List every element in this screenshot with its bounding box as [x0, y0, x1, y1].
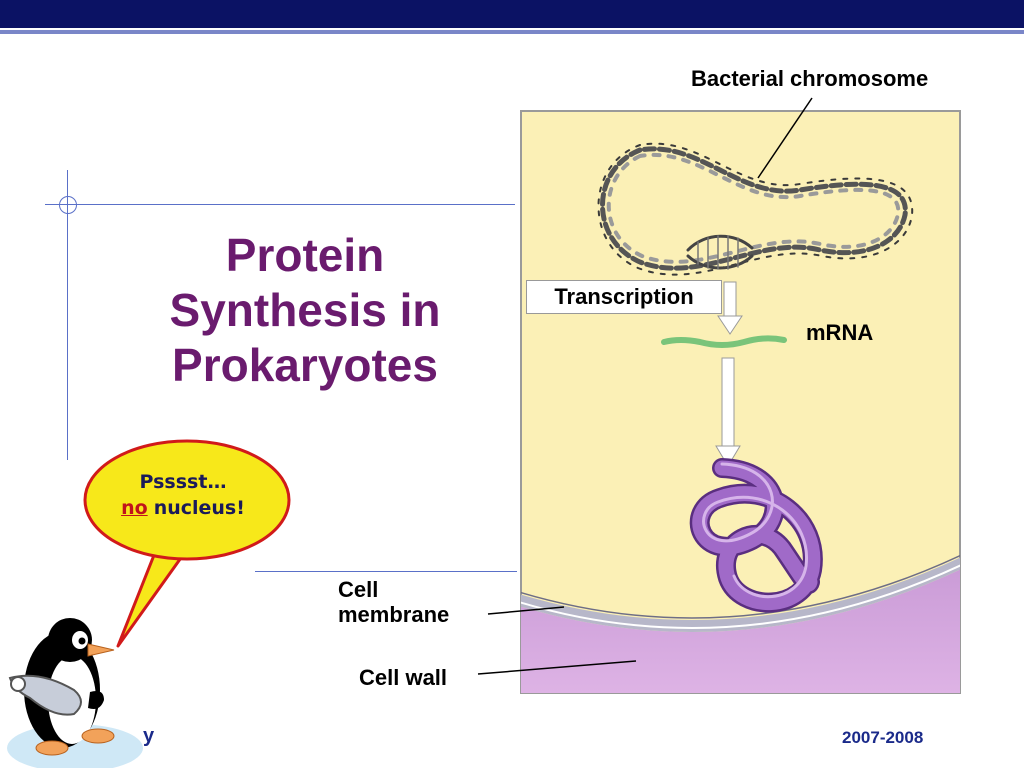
bubble-line-1: Psssst…	[139, 471, 227, 493]
label-transcription: Transcription	[526, 280, 722, 314]
bubble-emphasis: no	[121, 496, 148, 519]
cell-membrane	[521, 557, 960, 632]
top-accent-line	[0, 30, 1024, 34]
guide-line-bottom	[255, 571, 517, 572]
title-line-3: Prokaryotes	[172, 339, 438, 392]
chromosome-pointer	[757, 97, 813, 179]
protein	[689, 458, 823, 613]
guide-line-top	[45, 204, 515, 205]
label-cell-wall: Cell wall	[359, 665, 448, 690]
penguin-icon	[7, 618, 143, 768]
title-line-1: Protein	[225, 229, 385, 281]
label-mrna: mRNA	[806, 320, 874, 345]
crosshair-icon	[59, 196, 77, 214]
down-arrow-icon	[715, 357, 741, 467]
label-cell-membrane-line-1: Cell	[338, 577, 379, 602]
mrna-strand	[661, 335, 787, 348]
footer-left-fragment: y	[143, 725, 155, 747]
down-arrow-icon	[717, 281, 743, 335]
label-bacterial-chromosome: Bacterial chromosome	[691, 66, 929, 91]
membrane-pointer	[487, 606, 565, 615]
wall-pointer	[477, 660, 637, 675]
title-line-2: Synthesis in	[169, 284, 441, 337]
label-cell-membrane-line-2: membrane	[338, 602, 450, 628]
label-cell-membrane: Cell membrane	[338, 577, 449, 628]
top-bar	[0, 0, 1024, 28]
footer-year: 2007-2008	[842, 728, 924, 747]
cell-panel	[520, 110, 961, 694]
bacterial-chromosome	[597, 142, 914, 276]
slide-title: Protein Synthesis in Prokaryotes	[120, 228, 490, 394]
bubble-line-2-rest: nucleus!	[153, 496, 245, 519]
guide-line-left	[67, 170, 68, 460]
speech-bubble	[83, 439, 291, 648]
